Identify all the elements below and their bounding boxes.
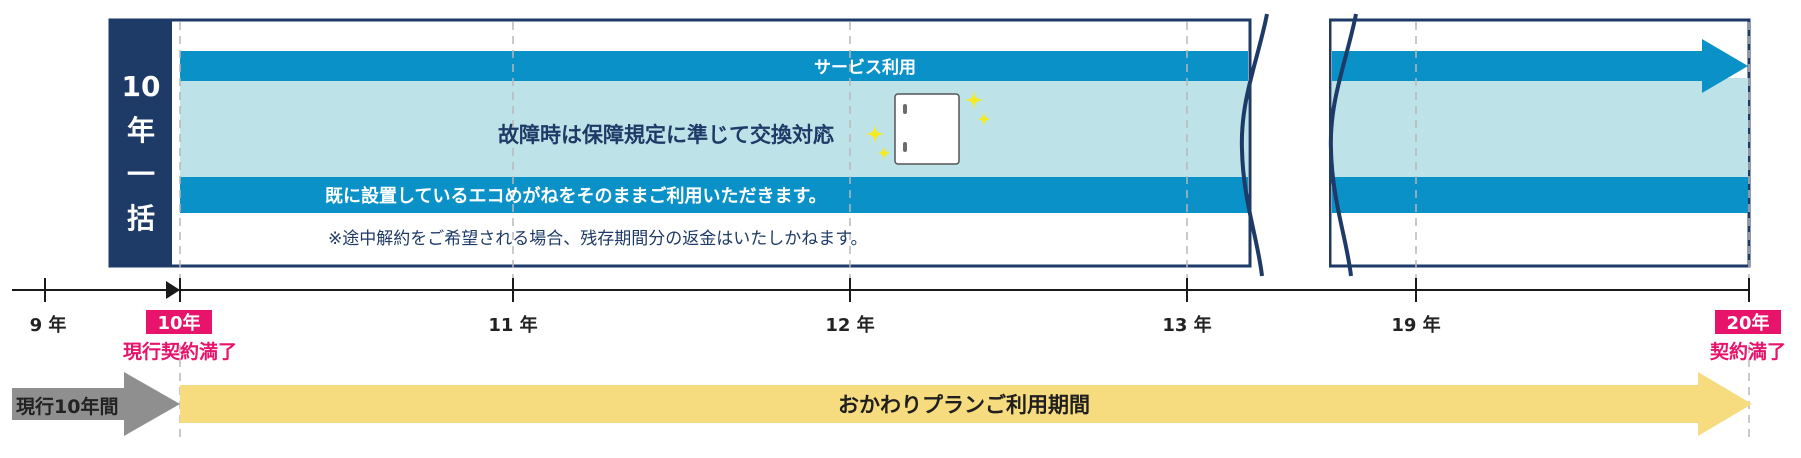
device-icon [894, 93, 960, 165]
contract-panel: 10 年 一 括 サービス利用 故障時は保障規定に準じて交換対応 ※1 既に設置… [108, 8, 1751, 442]
service-band-right [1332, 51, 1704, 81]
fault-band-right [1332, 78, 1748, 177]
service-band [180, 51, 1248, 81]
sparkle-icon [865, 90, 990, 160]
tick-label-19: 19 年 [1391, 314, 1440, 336]
tick-badge-10 [146, 310, 212, 334]
start-sub-label: 現行契約満了 [123, 340, 237, 363]
side-label-1: 10 [122, 70, 161, 103]
service-label: サービス利用 [814, 57, 916, 78]
reuse-band-right [1332, 177, 1748, 213]
timeline: 9 年 10年 現行契約満了 11 年 12 年 13 年 19 年 20年 契… [12, 278, 1786, 363]
tick-badge-20 [1715, 310, 1781, 334]
reuse-text: 既に設置しているエコめがねをそのままご利用いただきます。 [325, 185, 827, 207]
fault-text: 故障時は保障規定に準じて交換対応 [498, 123, 834, 147]
plan-period-arrow [180, 372, 1752, 436]
side-label-3: 一 [127, 158, 155, 191]
timeline-start-arrow [166, 281, 180, 299]
side-block [110, 20, 172, 266]
tick-label-20: 20年 [1726, 312, 1769, 334]
break-curve-left [1239, 13, 1269, 277]
fault-note-mark: ※1 [816, 127, 832, 140]
period-arrows: 現行10年間 おかわりプランご利用期間 [12, 372, 1752, 436]
tick-label-10: 10年 [157, 312, 200, 334]
tick-label-9: 9 年 [30, 314, 67, 336]
reuse-band [180, 177, 1248, 213]
current-period-label: 現行10年間 [16, 395, 118, 418]
guide-lines [179, 22, 1750, 442]
tick-label-11: 11 年 [488, 314, 537, 336]
end-sub-label: 契約満了 [1709, 340, 1786, 363]
side-label-2: 年 [127, 114, 155, 147]
current-period-arrow [12, 372, 180, 436]
note-text: ※途中解約をご希望される場合、残存期間分の返金はいたしかねます。 [328, 229, 868, 249]
fault-band [180, 78, 1248, 177]
break-gap [1252, 8, 1329, 278]
break-curve-right [1328, 13, 1358, 277]
tick-label-12: 12 年 [825, 314, 874, 336]
side-label-4: 括 [127, 202, 155, 235]
service-arrow-head [1702, 39, 1748, 93]
plan-period-label: おかわりプランご利用期間 [838, 393, 1090, 417]
tick-label-13: 13 年 [1162, 314, 1211, 336]
